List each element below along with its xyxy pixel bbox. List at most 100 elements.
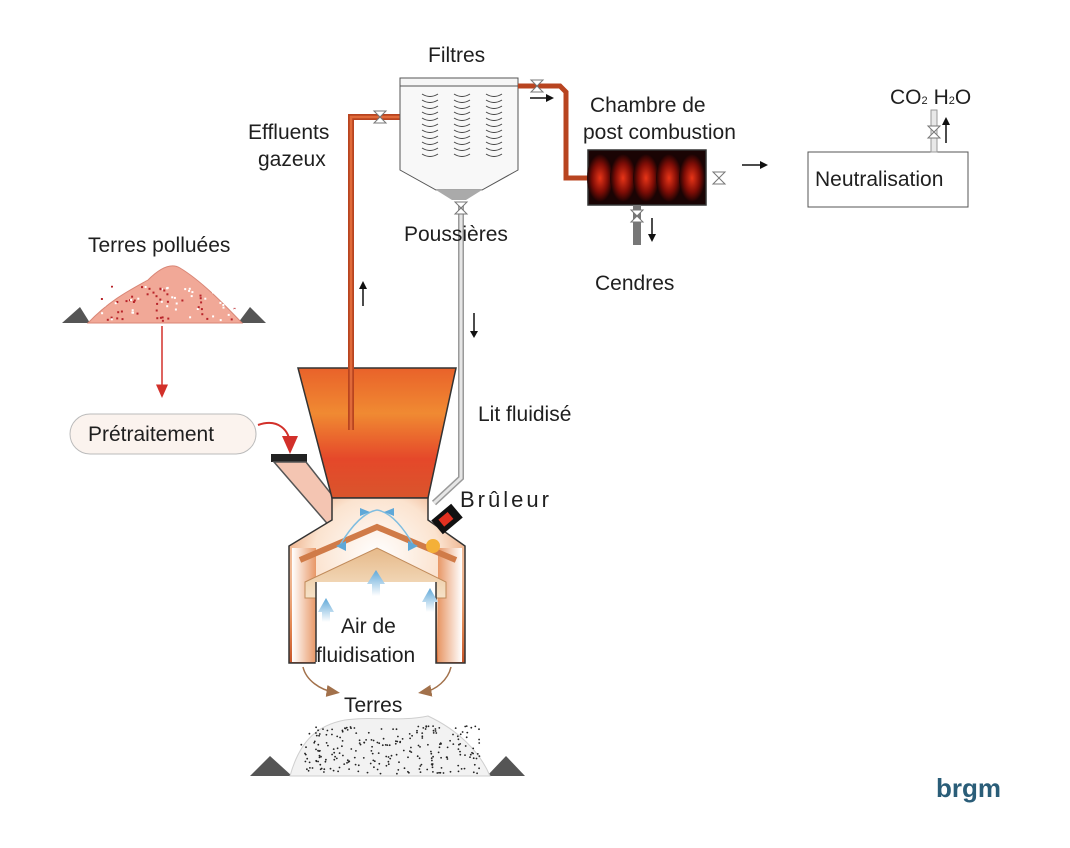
soil-dot bbox=[166, 293, 169, 296]
discharge-arrow-icon bbox=[302, 666, 340, 697]
grain-dot bbox=[456, 735, 459, 738]
grain-dot bbox=[341, 740, 344, 742]
filter-coil bbox=[485, 147, 503, 151]
grain-dot bbox=[472, 752, 474, 755]
soil-dot bbox=[181, 299, 184, 302]
grain-dot bbox=[345, 726, 348, 729]
grain-dot bbox=[338, 752, 341, 754]
grain-dot bbox=[367, 731, 370, 734]
grain-dot bbox=[427, 725, 430, 728]
filter-coil bbox=[453, 153, 471, 157]
grain-dot bbox=[346, 762, 348, 764]
soil-dot bbox=[136, 312, 139, 315]
grain-dot bbox=[333, 751, 336, 754]
filter-coil bbox=[453, 135, 471, 139]
grain-dot bbox=[382, 737, 385, 740]
grain-dot bbox=[410, 746, 412, 749]
grain-dot bbox=[358, 742, 361, 744]
air-arrow-icon bbox=[318, 598, 334, 622]
grain-dot bbox=[396, 740, 399, 743]
dust-return-pipe bbox=[431, 205, 464, 506]
soil-dot bbox=[137, 297, 140, 300]
grain-dot bbox=[452, 733, 454, 736]
grain-dot bbox=[329, 767, 332, 770]
grain-dot bbox=[431, 759, 433, 762]
grain-dot bbox=[409, 737, 411, 740]
grain-dot bbox=[416, 755, 419, 758]
label-terres: Terres bbox=[344, 694, 402, 717]
soil-dot bbox=[161, 319, 164, 322]
filter-coil bbox=[485, 117, 503, 121]
grain-dot bbox=[358, 739, 361, 742]
grain-dot bbox=[377, 752, 380, 754]
grain-dot bbox=[430, 757, 433, 760]
label-terres-polluees: Terres polluées bbox=[88, 234, 230, 257]
grain-dot bbox=[370, 750, 373, 752]
brgm-logo: brgm bbox=[936, 773, 1001, 803]
air-arrow-icon bbox=[422, 588, 438, 612]
grain-dot bbox=[395, 728, 398, 731]
grain-dot bbox=[346, 759, 349, 762]
grain-dot bbox=[452, 743, 455, 745]
grain-dot bbox=[348, 768, 350, 770]
grain-dot bbox=[319, 763, 322, 766]
grain-dot bbox=[442, 772, 445, 774]
flame-pattern bbox=[587, 154, 705, 202]
grain-dot bbox=[359, 743, 362, 746]
filter-coil bbox=[453, 117, 471, 121]
grain-dot bbox=[313, 741, 316, 744]
soil-dot bbox=[233, 308, 236, 311]
filter-coil bbox=[453, 129, 471, 133]
grain-dot bbox=[464, 754, 466, 756]
grain-dot bbox=[459, 743, 462, 745]
grain-dot bbox=[378, 762, 381, 765]
flame bbox=[587, 154, 613, 202]
grain-dot bbox=[478, 767, 480, 770]
discharge-arrow-icon bbox=[418, 666, 452, 697]
filter-coil bbox=[421, 123, 439, 127]
soil-dot bbox=[111, 292, 114, 295]
grain-dot bbox=[315, 748, 317, 751]
filter-coil bbox=[421, 105, 439, 109]
grain-dot bbox=[338, 766, 341, 769]
filtered-gas-pipe bbox=[518, 83, 588, 181]
filter-coil bbox=[485, 141, 503, 145]
grain-dot bbox=[395, 740, 397, 743]
grain-dot bbox=[435, 732, 438, 734]
grain-dot bbox=[418, 757, 421, 760]
arrow-right-icon bbox=[742, 161, 768, 169]
soil-dot bbox=[118, 290, 121, 293]
soil-dot bbox=[130, 299, 133, 301]
grain-dot bbox=[350, 727, 352, 730]
arrow-to-feeder-icon bbox=[257, 422, 298, 454]
valve-icon bbox=[372, 110, 388, 124]
valve-icon bbox=[629, 209, 645, 223]
grain-dot bbox=[319, 768, 322, 771]
flame bbox=[679, 154, 705, 202]
grain-dot bbox=[478, 755, 481, 757]
soil-dot bbox=[129, 299, 131, 302]
grain-dot bbox=[300, 743, 303, 746]
soil-contaminant-dots bbox=[100, 285, 236, 322]
grain-dot bbox=[426, 768, 429, 771]
grain-dot bbox=[430, 750, 432, 753]
grain-dot bbox=[381, 744, 384, 747]
label-air-line2: fluidisation bbox=[316, 644, 415, 667]
grain-dot bbox=[438, 746, 441, 749]
grain-dot bbox=[469, 753, 472, 756]
grain-dot bbox=[478, 742, 481, 744]
soil-dot bbox=[114, 302, 117, 305]
grain-dot bbox=[432, 732, 435, 734]
grain-dot bbox=[476, 772, 478, 775]
grain-dot bbox=[437, 751, 440, 754]
grain-dot bbox=[308, 761, 311, 764]
soil-dot bbox=[155, 309, 158, 312]
grain-dot bbox=[421, 732, 424, 734]
arrow-down-icon bbox=[470, 313, 478, 338]
grain-dot bbox=[318, 754, 321, 757]
grain-dot bbox=[478, 728, 480, 731]
soil-dot bbox=[107, 298, 109, 301]
soil-dot bbox=[199, 294, 202, 297]
